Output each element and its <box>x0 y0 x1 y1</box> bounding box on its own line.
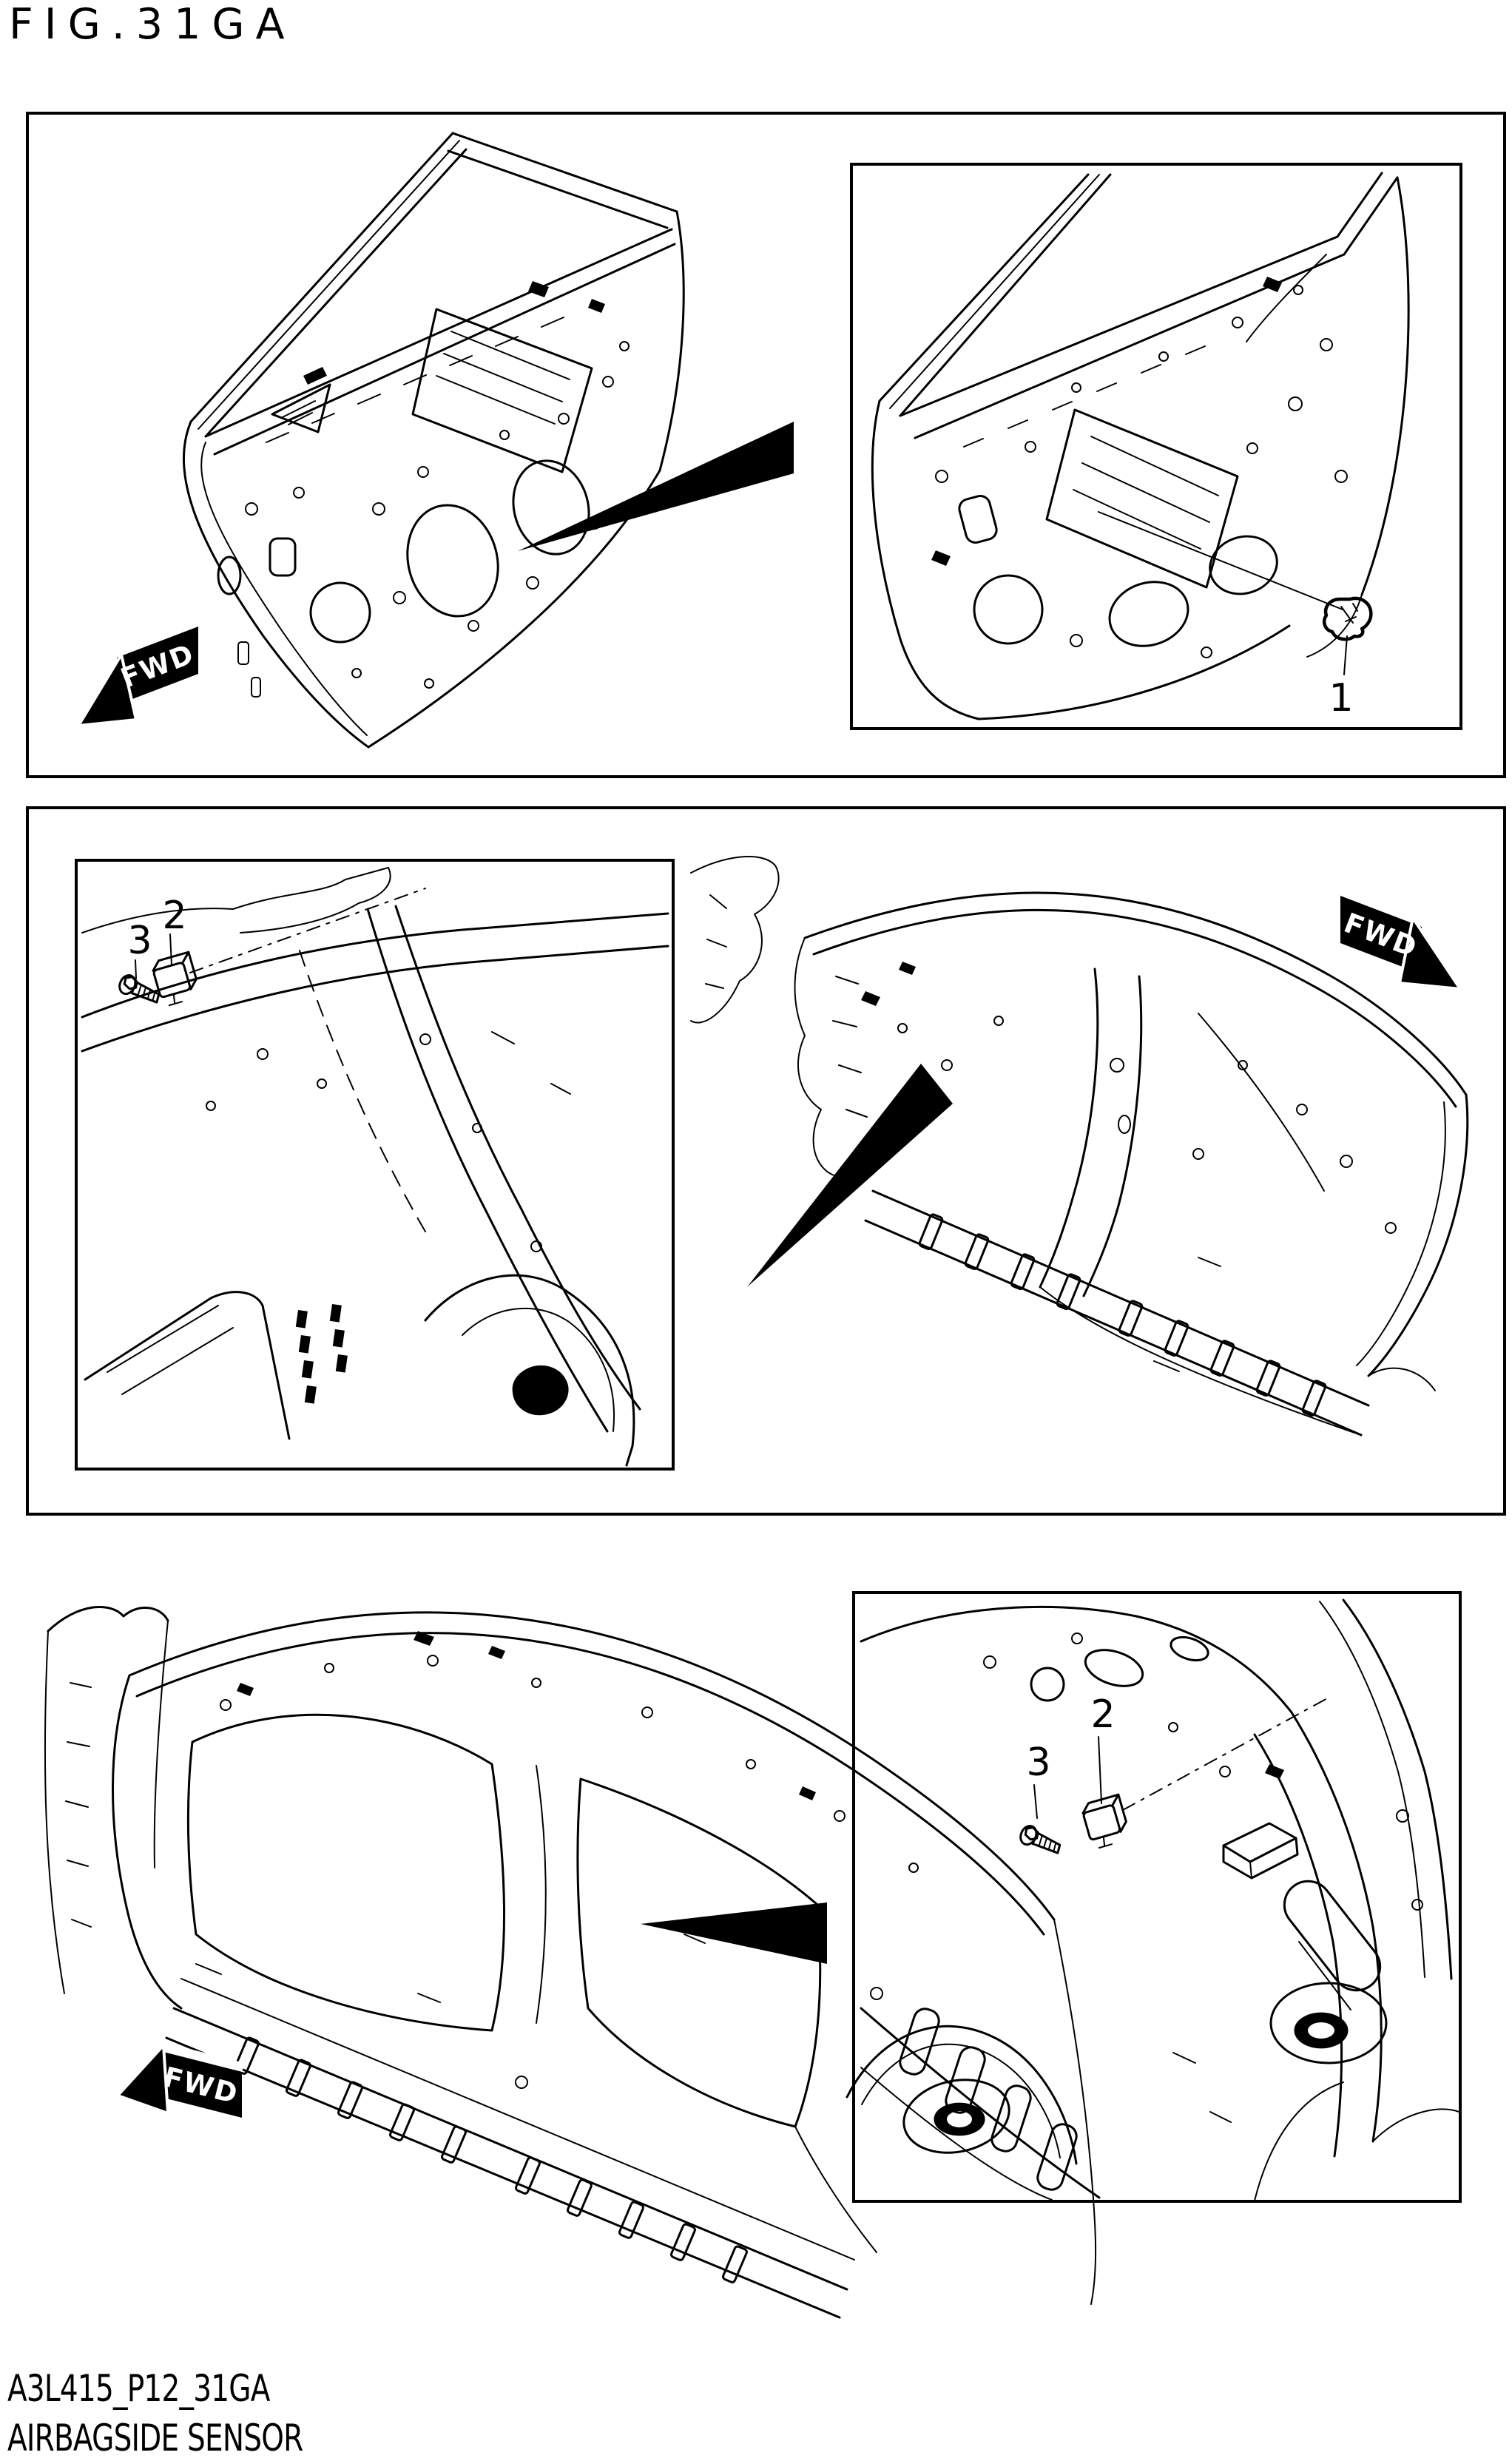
body-aperture-drawing <box>690 855 1469 1436</box>
door-inner-drawing <box>183 132 794 749</box>
figure-code: A3L415_P12_31GA <box>7 2367 270 2410</box>
panel-top-detail-border <box>850 163 1462 730</box>
fwd-arrow-bottom: FWD <box>115 2042 245 2118</box>
body-side-drawing <box>44 1605 1097 2319</box>
fwd-arrow-middle: FWD <box>1340 887 1464 991</box>
callout-part-3-bottom: 3 <box>1026 1740 1051 1785</box>
fwd-arrow-top: FWD <box>75 618 199 728</box>
callout-part-2-middle: 2 <box>162 894 187 938</box>
panel-middle-border <box>26 806 1506 1516</box>
panel-middle-detail-border <box>75 859 675 1471</box>
callout-part-3-middle: 3 <box>127 919 152 963</box>
callout-part-1: 1 <box>1329 676 1354 720</box>
panel-bottom-detail-border <box>852 1591 1462 2203</box>
figure-part-name: AIRBAGSIDE SENSOR <box>7 2417 303 2458</box>
callout-part-2-bottom: 2 <box>1090 1692 1116 1737</box>
panel-top-border <box>26 112 1506 778</box>
rear-quarter-detail-drawing <box>860 1598 1459 2200</box>
door-detail-drawing <box>871 172 1410 720</box>
figure-title: FIG.31GA <box>9 0 296 49</box>
quarter-interior-detail-drawing <box>81 867 669 1467</box>
